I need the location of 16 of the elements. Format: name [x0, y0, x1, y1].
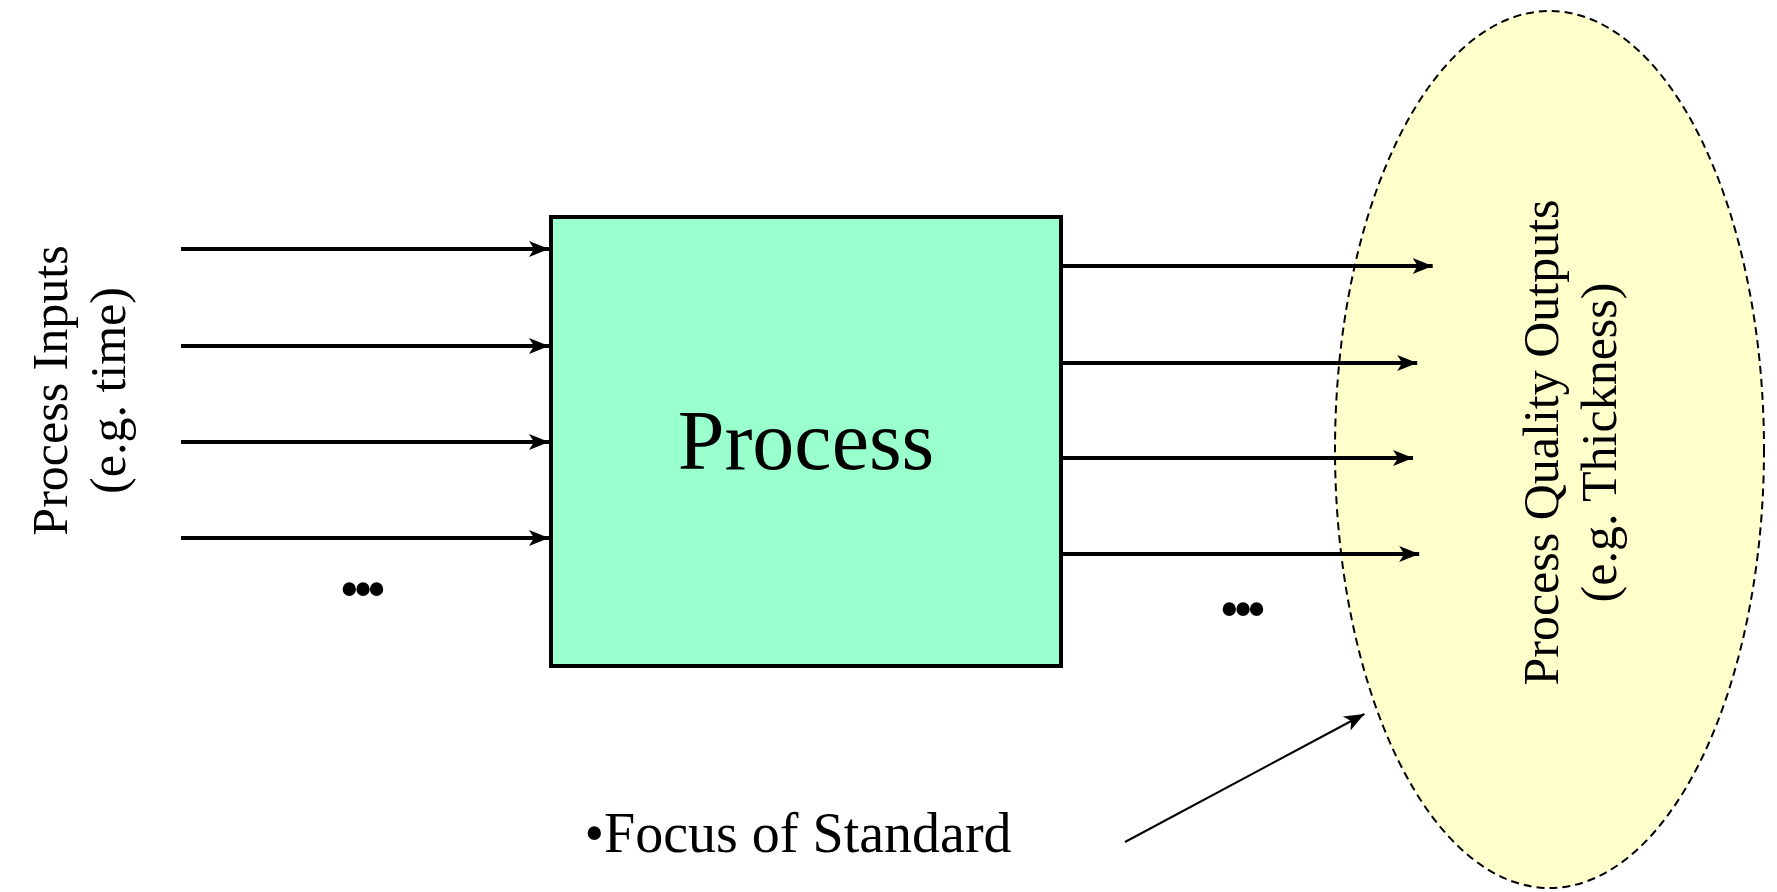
- ellipsis-label: •••: [339, 556, 381, 622]
- arrow: [1063, 450, 1414, 466]
- leader-arrow: [1124, 713, 1366, 843]
- inputs-label: Process Inputs (e.g. time): [21, 244, 137, 538]
- arrow: [181, 241, 549, 257]
- process-box: [549, 215, 1063, 668]
- output-label: Process Quality Outputs (e.g. Thickness): [1512, 197, 1627, 688]
- arrow: [181, 338, 549, 354]
- ellipsis-label: •••: [1219, 576, 1261, 642]
- arrow: [181, 434, 549, 450]
- arrow: [1063, 258, 1433, 274]
- process-label: Process: [677, 393, 935, 490]
- arrow: [1063, 546, 1420, 562]
- note-text: •Focus of Standard: [584, 800, 1012, 866]
- arrow: [181, 530, 549, 546]
- arrow: [1063, 355, 1418, 371]
